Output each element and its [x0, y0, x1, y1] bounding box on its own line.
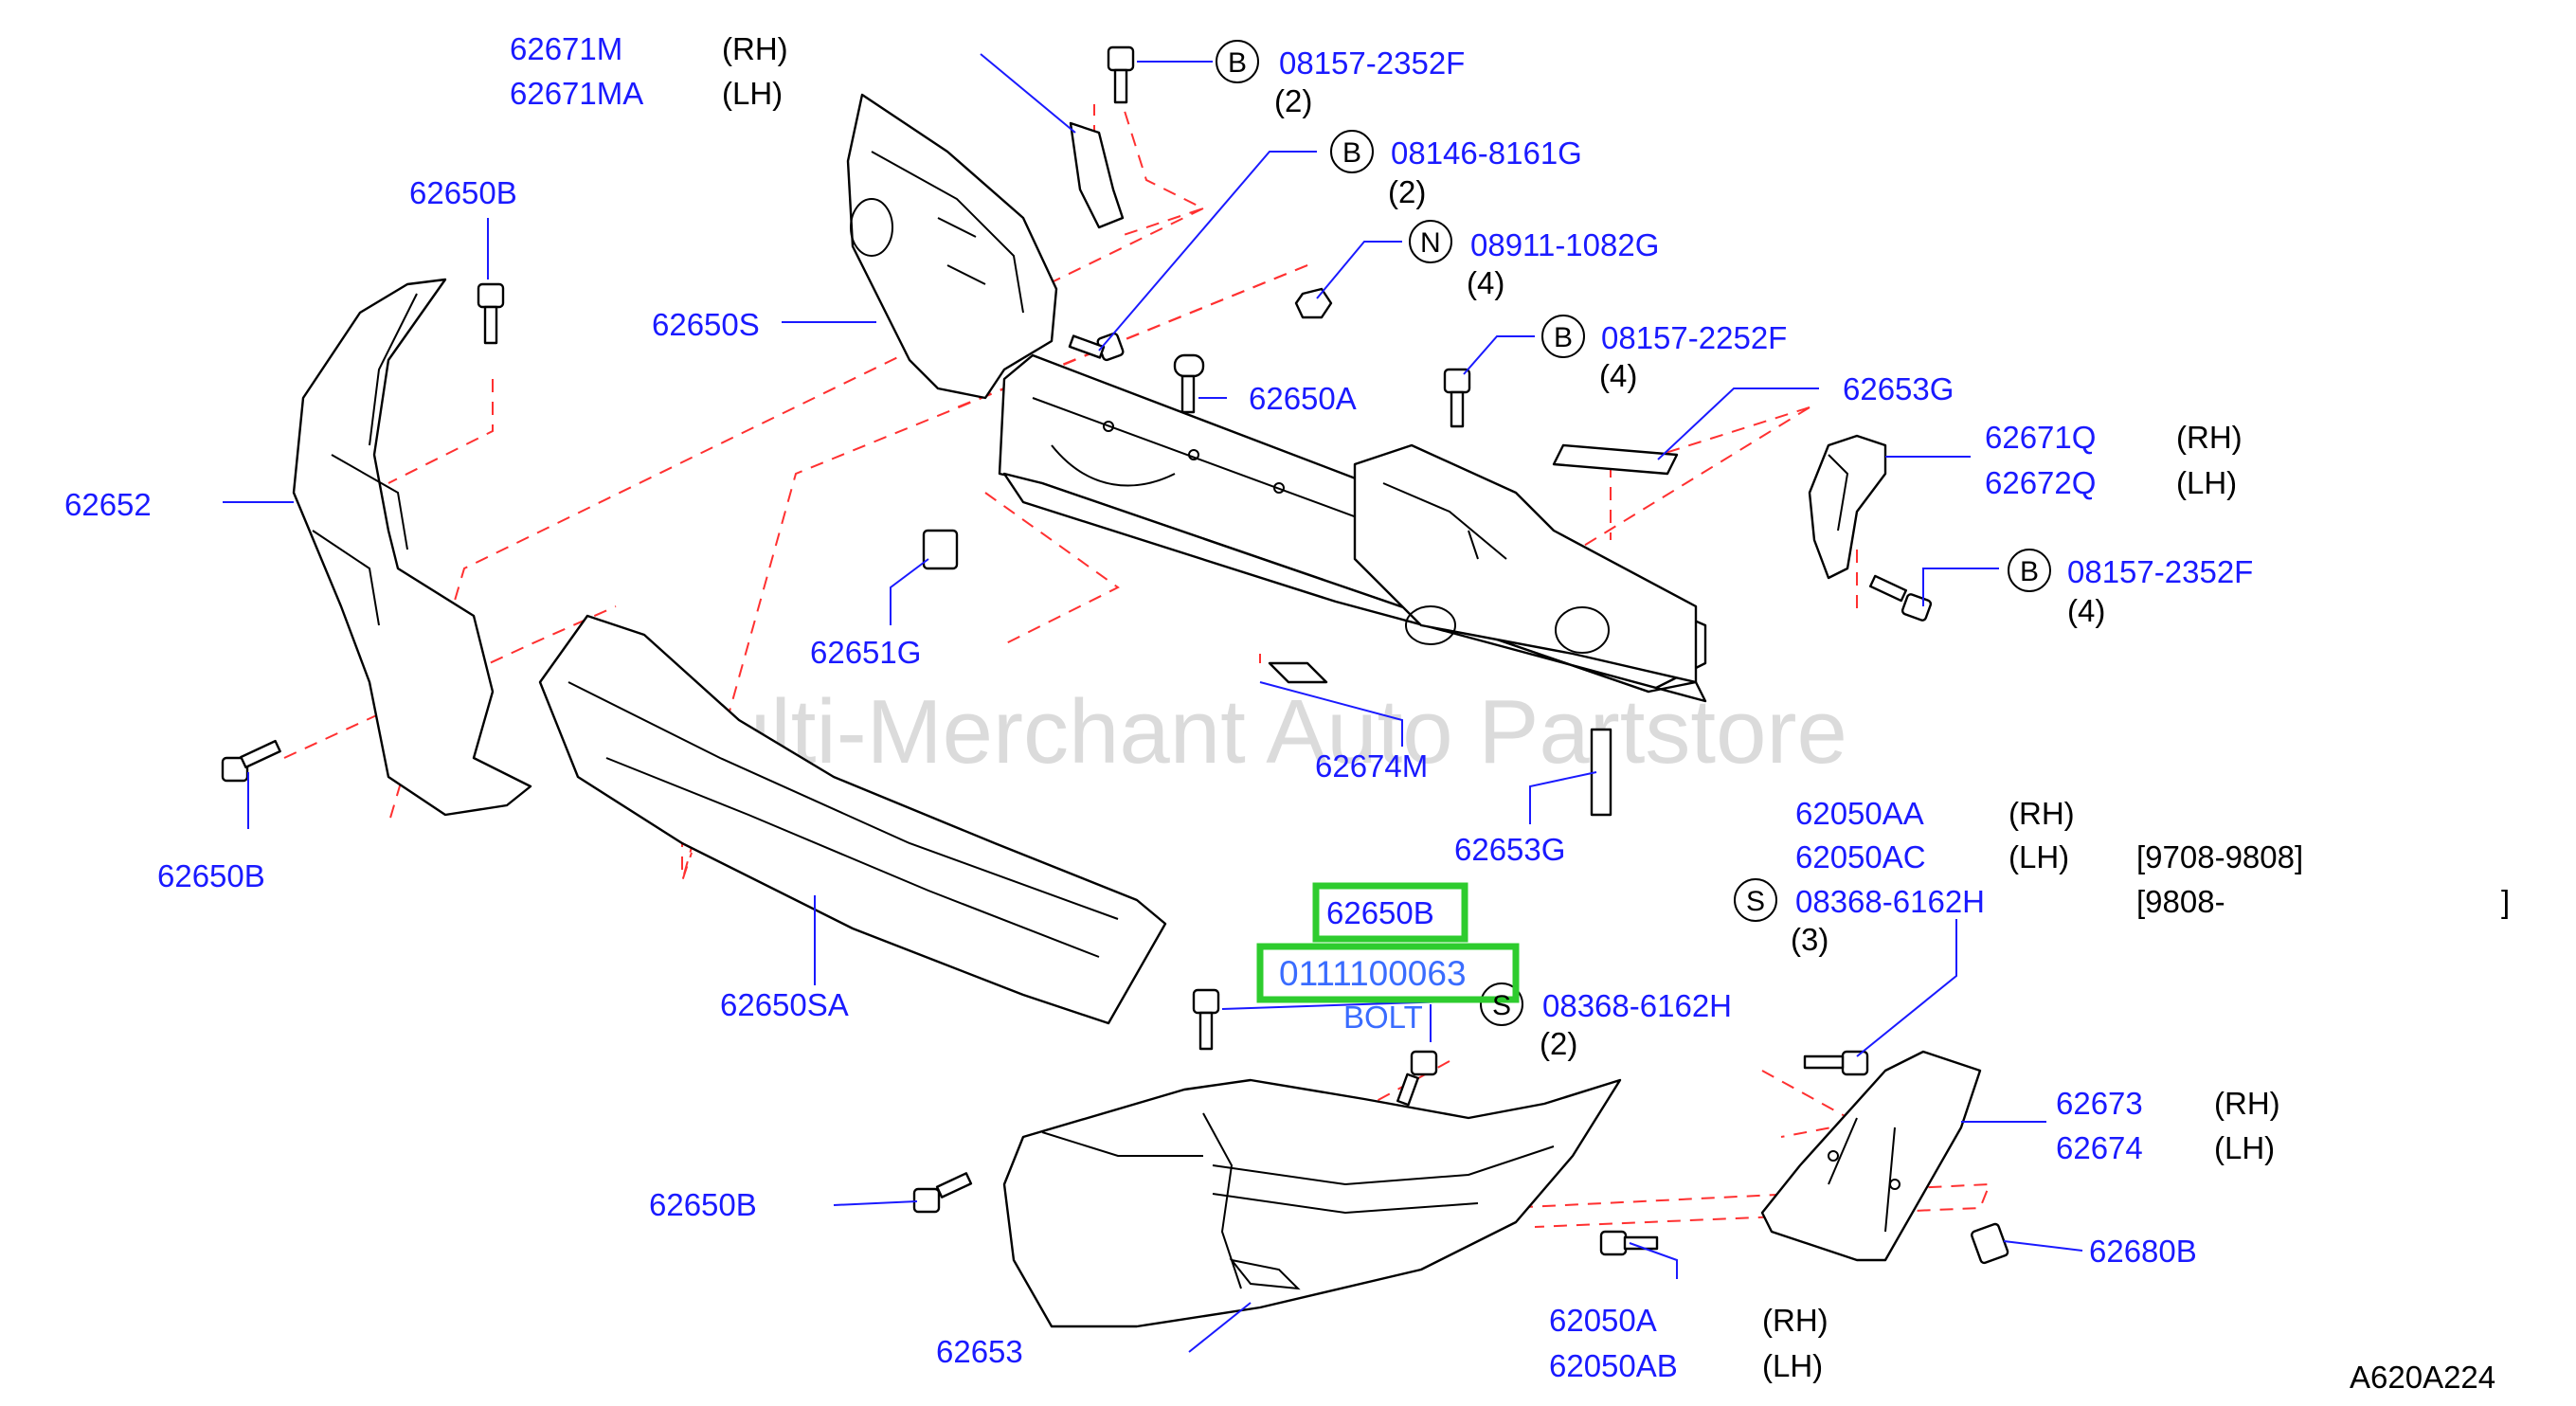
label-62680B[interactable]: 62680B — [2089, 1234, 2197, 1269]
label-date-range: [9808- — [2136, 884, 2225, 919]
part-62650S-bracket[interactable] — [846, 93, 1058, 400]
callout-letter: B — [1342, 137, 1361, 169]
label-qty: (4) — [2067, 593, 2105, 628]
label-08368-6162H[interactable]: 08368-6162H — [1542, 988, 1732, 1023]
part-crossmember-end[interactable] — [1353, 443, 1698, 684]
label-qty: (4) — [1599, 358, 1637, 393]
label-08368-6162H[interactable]: 08368-6162H — [1795, 884, 1985, 919]
label-62050AC[interactable]: 62050AC — [1795, 839, 1926, 874]
part-62653-bumper-cover[interactable] — [1002, 1078, 1622, 1328]
callout-letter: S — [1492, 990, 1511, 1021]
label-08157-2352F[interactable]: 08157-2352F — [2067, 554, 2253, 589]
callout-letter: N — [1420, 227, 1441, 259]
part-62653G-strips[interactable] — [1552, 443, 1679, 817]
label-lh: (LH) — [2214, 1130, 2275, 1165]
bolt-icon — [221, 739, 281, 783]
label-62673[interactable]: 62673 — [2056, 1086, 2143, 1121]
watermark-text: Multi-Merchant Auto Partstore — [644, 681, 1847, 783]
label-62050AB[interactable]: 62050AB — [1549, 1348, 1678, 1383]
callout-letter: B — [1228, 47, 1247, 79]
callout-letter: B — [1554, 322, 1573, 353]
label-62050A[interactable]: 62050A — [1549, 1303, 1657, 1338]
label-08157-2352F[interactable]: 08157-2352F — [1279, 45, 1465, 81]
nut-icon — [1294, 287, 1333, 319]
label-62671M[interactable]: 62671M — [510, 31, 622, 66]
label-62652[interactable]: 62652 — [64, 487, 152, 522]
label-qty: (4) — [1467, 265, 1504, 300]
highlight-box-code — [1256, 943, 1520, 1003]
label-qty: (2) — [1540, 1026, 1577, 1061]
label-62672Q[interactable]: 62672Q — [1985, 465, 2096, 500]
label-62650B[interactable]: 62650B — [157, 858, 265, 893]
label-part-code[interactable]: 0111100063 — [1279, 954, 1467, 993]
part-62671M-bracket[interactable] — [1069, 121, 1125, 229]
label-rh: (RH) — [1762, 1303, 1828, 1338]
label-qty: (2) — [1274, 83, 1312, 118]
label-qty: (3) — [1791, 922, 1828, 957]
diagram-code: A620A224 — [2350, 1360, 2495, 1395]
label-62674[interactable]: 62674 — [2056, 1130, 2143, 1165]
label-62671MA[interactable]: 62671MA — [510, 76, 643, 111]
label-lh: (LH) — [2176, 465, 2237, 500]
part-62671Q-bracket[interactable] — [1808, 434, 1887, 580]
callout-letter: B — [2020, 556, 2039, 587]
bolt-icon — [1599, 1230, 1659, 1256]
assembly-dashed-lines — [283, 89, 1991, 1228]
bolt-icon — [1443, 368, 1471, 428]
label-08911-1082G[interactable]: 08911-1082G — [1470, 227, 1659, 262]
label-rh: (RH) — [2176, 420, 2243, 455]
label-62653G[interactable]: 62653G — [1843, 371, 1954, 406]
label-62650S[interactable]: 62650S — [652, 307, 760, 342]
bolt-icon — [1192, 988, 1220, 1051]
label-62650B-highlight[interactable]: 62650B — [1326, 895, 1434, 930]
label-lh: (LH) — [722, 76, 783, 111]
label-62653[interactable]: 62653 — [936, 1334, 1023, 1369]
label-lh: (LH) — [1762, 1348, 1823, 1383]
part-62650SA-reinforcement[interactable] — [538, 614, 1167, 1025]
label-date-range: [9708-9808] — [2136, 839, 2303, 874]
callout-circles — [1216, 40, 2051, 1026]
label-62650B[interactable]: 62650B — [649, 1187, 757, 1222]
label-62650A[interactable]: 62650A — [1249, 381, 1357, 416]
bolt-icon — [912, 1172, 973, 1214]
label-bolt: BOLT — [1343, 1000, 1423, 1035]
label-62651G[interactable]: 62651G — [810, 635, 921, 670]
bolt-icon — [1396, 1050, 1438, 1107]
bolt-icon — [1803, 1050, 1869, 1076]
label-date-close: ] — [2501, 884, 2510, 919]
label-rh: (RH) — [2009, 796, 2075, 831]
label-62674M[interactable]: 62674M — [1315, 748, 1428, 784]
part-62652-side-panel[interactable] — [292, 278, 532, 817]
fasteners — [221, 45, 1933, 1256]
highlight-box-part — [1312, 882, 1468, 943]
part-62680B-clip[interactable] — [1971, 1222, 2009, 1265]
label-62671Q[interactable]: 62671Q — [1985, 420, 2096, 455]
label-qty: (2) — [1388, 174, 1426, 209]
bolt-icon — [1068, 332, 1125, 362]
callout-letter: S — [1746, 886, 1765, 917]
labels: 62671M (RH) 62671MA (LH) B 08157-2352F (… — [64, 31, 2510, 1395]
label-rh: (RH) — [2214, 1086, 2280, 1121]
bolt-icon — [477, 282, 505, 345]
part-62651G-clip[interactable] — [922, 529, 959, 570]
label-62650SA[interactable]: 62650SA — [720, 987, 849, 1022]
label-62653G[interactable]: 62653G — [1454, 832, 1565, 867]
bolt-icon — [1107, 45, 1135, 104]
label-rh: (RH) — [722, 31, 788, 66]
label-62050AA[interactable]: 62050AA — [1795, 796, 1924, 831]
label-08157-2252F[interactable]: 08157-2252F — [1601, 320, 1787, 355]
part-62674M-pad[interactable] — [1268, 661, 1328, 684]
bolt-icon — [1173, 353, 1205, 414]
label-62650B[interactable]: 62650B — [409, 175, 517, 210]
part-62673-bracket[interactable] — [1760, 1050, 1982, 1262]
label-lh: (LH) — [2009, 839, 2069, 874]
label-08146-8161G[interactable]: 08146-8161G — [1391, 135, 1582, 171]
